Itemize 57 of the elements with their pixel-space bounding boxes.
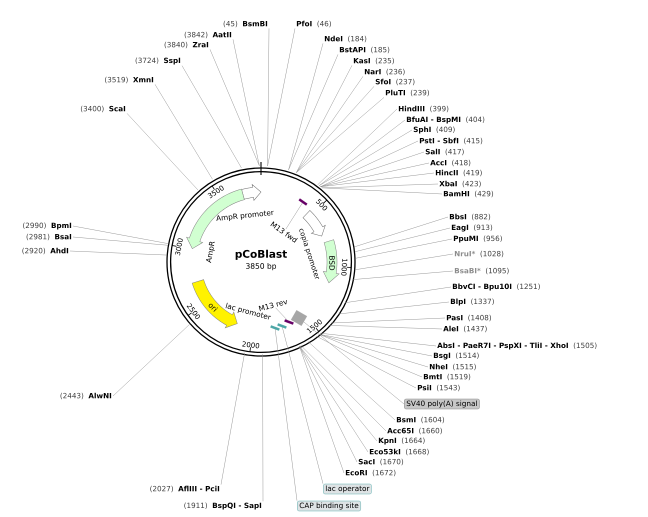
leader-line [286,202,303,230]
leader-line [296,86,374,173]
leader-line [274,329,298,501]
leader-line [320,140,418,188]
leader-line [318,334,432,356]
leader-line [308,341,396,420]
leader-line [72,226,168,244]
feature-mark [277,323,287,329]
feature-mark [270,325,280,331]
leader-line [318,334,422,378]
leader-line [318,334,428,368]
leader-line [338,302,450,314]
leader-line [299,346,358,462]
leader-line [318,130,412,186]
leader-line [296,65,352,173]
leader-line [154,84,213,180]
leader-line [126,113,198,190]
leader-line [320,152,424,188]
leader-line [344,286,452,303]
leader-line [267,28,296,166]
leader-line [112,322,192,396]
leader-line [282,327,324,484]
leader-line [354,254,454,270]
leader-line [354,228,450,252]
leader-line [299,346,344,474]
leader-line [296,76,364,173]
leader-line [352,270,454,280]
leader-line [288,43,324,170]
leader-line [300,345,386,432]
leader-line [354,238,452,259]
leader-line [317,108,398,185]
leader-line [275,308,288,320]
leader-line [288,54,338,170]
feature-box [290,310,308,326]
leader-line [316,336,416,388]
leader-line [321,188,442,194]
leader-line [328,325,442,330]
leader-line [267,28,270,166]
leader-line [182,65,242,168]
leader-line [296,97,384,173]
leader-line [354,216,448,248]
leader-line [210,49,260,166]
leader-line [299,346,378,442]
leader-line [299,346,368,452]
leader-line [320,172,434,188]
feature-mark [298,198,308,206]
leader-line [304,322,404,404]
leader-line [262,354,264,502]
leader-line [318,120,406,186]
leader-line [320,162,430,188]
leader-line [220,352,245,485]
leader-line [72,236,168,246]
leader-line [320,332,436,346]
leader-line [232,39,260,166]
feature-mark [284,319,294,325]
leader-line [70,250,168,256]
leader-line [330,318,446,324]
